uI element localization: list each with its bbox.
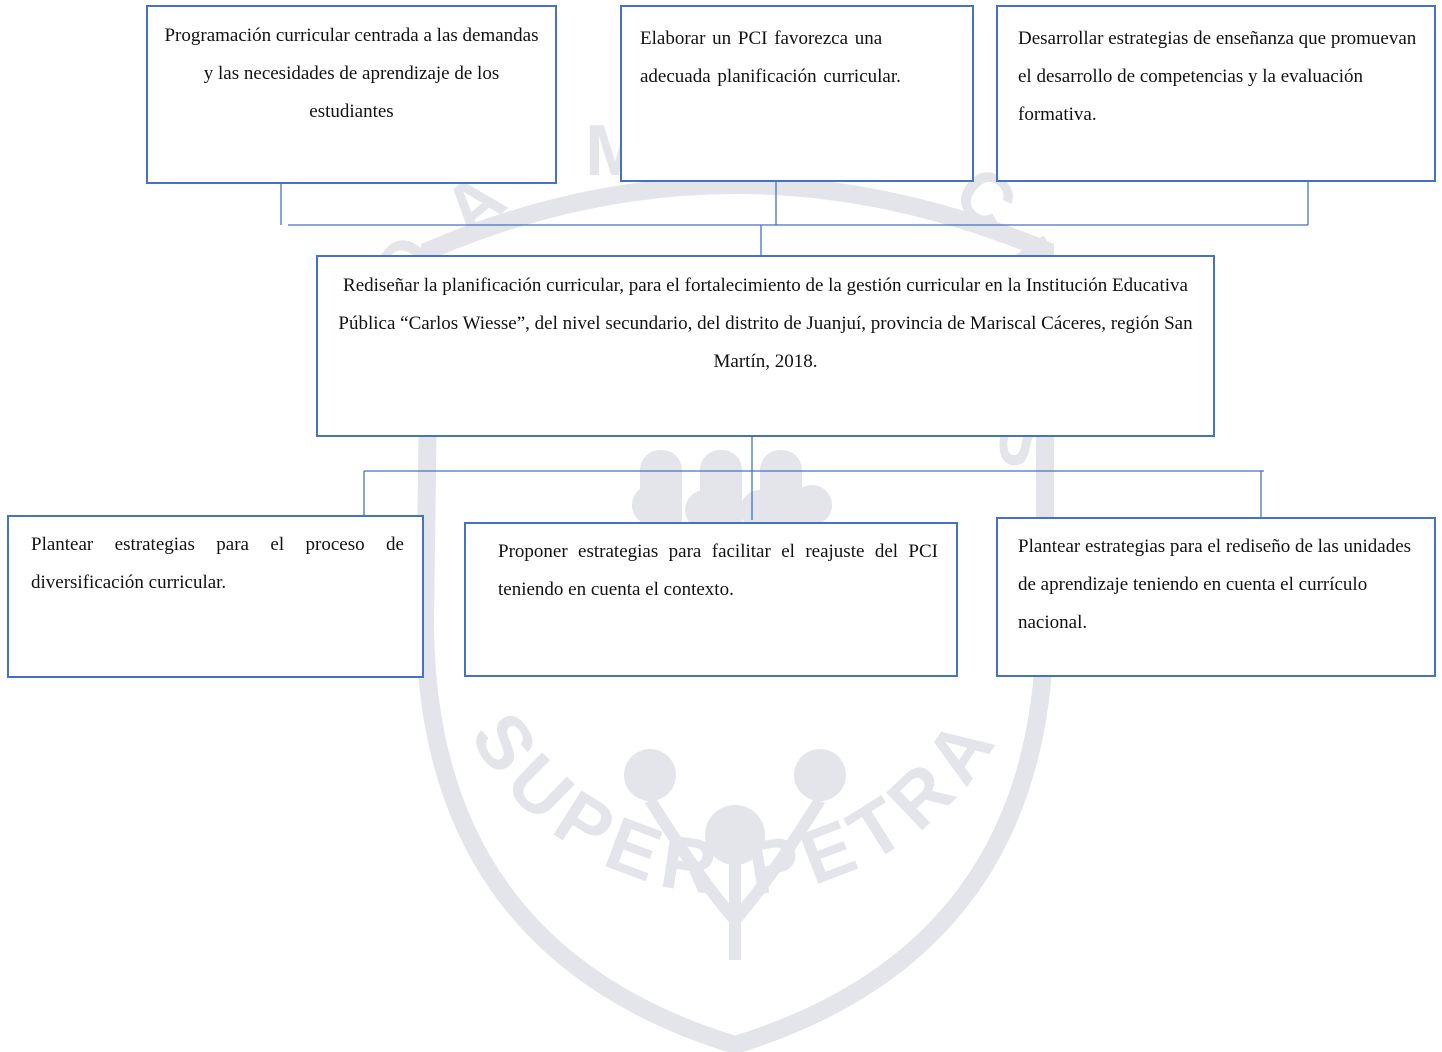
strategy-box-bottom-middle: Proponer estrategias para facilitar el r… xyxy=(464,522,958,677)
strategy-box-bottom-left: Plantear estrategias para el proceso de … xyxy=(7,515,424,678)
objective-box-top-middle: Elaborar un PCI favorezca una adecuada p… xyxy=(620,5,974,182)
strategy-text: Proponer estrategias para facilitar el r… xyxy=(498,541,938,600)
central-objective-text: Rediseñar la planificación curricular, p… xyxy=(338,275,1193,372)
central-objective-box: Rediseñar la planificación curricular, p… xyxy=(316,255,1215,437)
objective-text: Desarrollar estrategias de enseñanza que… xyxy=(1018,28,1417,125)
objective-text: Programación curricular centrada a las d… xyxy=(164,25,539,122)
strategy-text: Plantear estrategias para el rediseño de… xyxy=(1018,536,1412,633)
objective-text: Elaborar un PCI favorezca una adecuada p… xyxy=(640,28,901,87)
objective-box-top-right: Desarrollar estrategias de enseñanza que… xyxy=(996,5,1436,182)
objective-box-top-left: Programación curricular centrada a las d… xyxy=(146,5,557,184)
strategy-box-bottom-right: Plantear estrategias para el rediseño de… xyxy=(996,517,1436,677)
strategy-text: Plantear estrategias para el proceso de … xyxy=(31,534,404,593)
